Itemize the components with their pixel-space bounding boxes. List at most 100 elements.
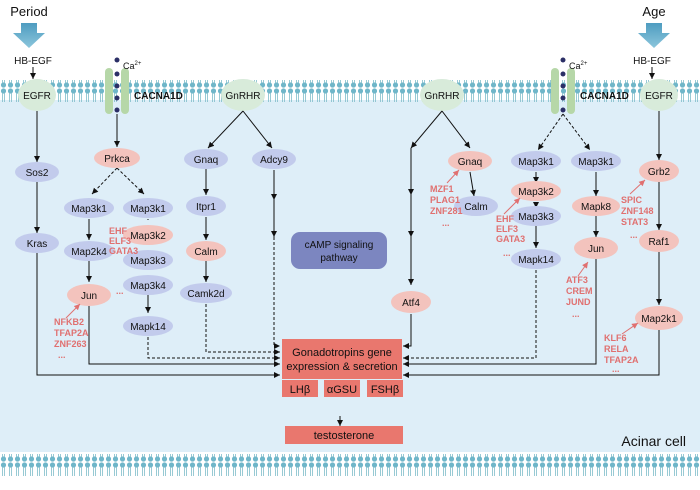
node-map3k3-b-label: Map3k3 [518,212,554,223]
svg-text:ZNF281: ZNF281 [430,206,463,216]
svg-text:...: ... [58,350,66,360]
acinar-cell-label: Acinar cell [621,433,686,449]
egfr-right-receptor [640,79,678,111]
node-prkca [94,148,140,168]
cacna1d-right-channel-icon [551,57,575,114]
camp-pathway-line1: cAMP signaling [305,240,374,251]
node-map3k3-a-label: Map3k3 [130,256,166,267]
period-label: Period [10,4,48,19]
tf-group-klf6: KLF6 RELA TFAP2A ... [604,333,639,374]
tf-group-atf3: ATF3 CREM JUND ... [566,275,593,319]
node-itpr1-label: Itpr1 [196,202,216,213]
node-gnaq-a-label: Gnaq [194,155,218,166]
gonadotropins-line1: Gonadotropins gene [292,347,392,359]
svg-text:KLF6: KLF6 [604,333,627,343]
node-map3k2-b [511,181,561,201]
node-map3k3-b [511,206,561,226]
tf-group-ehf-left: EHF ELF3 GATA3 ... [109,226,138,296]
svg-text:ZNF148: ZNF148 [621,206,654,216]
node-map3k2-a [123,225,173,245]
gonadotropins-line2: expression & secretion [286,361,397,373]
node-map3k4 [123,275,173,295]
svg-text:...: ... [116,286,124,296]
tf-group-mzf1: MZF1 PLAG1 ZNF281 ... [430,184,463,228]
svg-text:NFKB2: NFKB2 [54,317,84,327]
node-map3k1-d [571,151,621,171]
tf-group-nfkb2: NFKB2 TFAP2A ZNF263 ... [54,317,89,360]
hb-egf-right-label: HB-EGF [633,56,671,67]
svg-text:PLAG1: PLAG1 [430,195,460,205]
node-calm-b-label: Calm [464,202,487,213]
age-arrow-icon [638,23,670,48]
node-map3k1-b [123,198,173,218]
node-raf1 [639,230,679,252]
svg-text:...: ... [612,364,620,374]
node-mapk14-b-label: Mapk14 [518,255,554,266]
lhb-label: LHβ [290,384,310,396]
period-arrow-icon [13,23,45,48]
agsu-label: αGSU [327,384,357,396]
egfr-left-receptor [18,79,56,111]
node-map3k4-label: Map3k4 [130,281,166,292]
node-kras [15,233,59,253]
node-map3k3-a [123,250,173,270]
node-jun-a-label: Jun [81,291,97,302]
node-mapk14-a-label: Mapk14 [130,322,166,333]
node-kras-label: Kras [27,239,48,250]
node-camk2d [180,283,232,303]
tf-group-spic: SPIC ZNF148 STAT3 ... [621,195,654,240]
age-label: Age [642,4,665,19]
node-map2k4-label: Map2k4 [71,247,107,258]
svg-text:CREM: CREM [566,286,593,296]
ca-left-label: Ca2+ [123,61,142,71]
svg-text:STAT3: STAT3 [621,217,648,227]
node-jun-b-label: Jun [588,244,604,255]
node-map2k4 [64,241,114,261]
node-atf4-label: Atf4 [402,298,420,309]
svg-text:EHF: EHF [496,214,515,224]
gnrhr-right-receptor [420,79,464,111]
svg-text:TFAP2A: TFAP2A [54,328,89,338]
tf-group-ehf-right: EHF ELF3 GATA3 ... [496,214,525,258]
node-gnaq-b [448,151,492,171]
svg-text:GATA3: GATA3 [496,234,525,244]
node-map3k1-c-label: Map3k1 [518,157,554,168]
svg-text:MZF1: MZF1 [430,184,454,194]
camp-pathway-box [291,232,387,269]
node-map3k1-a-label: Map3k1 [71,204,107,215]
testosterone-label: testosterone [314,430,375,442]
gnrhr-right-label: GnRHR [424,91,459,102]
node-mapk14-b [511,249,561,269]
node-jun-a [67,284,111,306]
node-map3k1-c [511,151,561,171]
svg-text:...: ... [572,309,580,319]
svg-text:RELA: RELA [604,344,629,354]
node-raf1-label: Raf1 [648,237,670,248]
node-adcy9-label: Adcy9 [260,155,288,166]
egfr-right-label: EGFR [645,91,673,102]
gonadotropins-box [282,339,402,379]
gnrhr-left-label: GnRHR [225,91,260,102]
cacna1d-left-channel-icon [105,57,129,114]
node-gnaq-b-label: Gnaq [458,157,482,168]
svg-text:JUND: JUND [566,297,591,307]
node-grb2-label: Grb2 [648,167,671,178]
svg-text:EHF: EHF [109,226,128,236]
node-map2k1-label: Map2k1 [641,314,677,325]
node-mapk8-label: Mapk8 [581,202,611,213]
svg-text:ELF3: ELF3 [109,236,131,246]
node-calm-b [454,196,498,216]
node-adcy9 [252,149,296,169]
fshb-label: FSHβ [371,384,399,396]
ca-right-label: Ca2+ [569,61,588,71]
fshb-box [367,380,403,397]
node-sos2-label: Sos2 [26,168,49,179]
node-map3k1-a [64,198,114,218]
svg-text:ZNF263: ZNF263 [54,339,87,349]
node-map3k2-b-label: Map3k2 [518,187,554,198]
node-itpr1 [186,196,226,216]
node-mapk14-a [123,316,173,336]
node-gnaq-a [184,149,228,169]
node-mapk8 [572,196,620,216]
